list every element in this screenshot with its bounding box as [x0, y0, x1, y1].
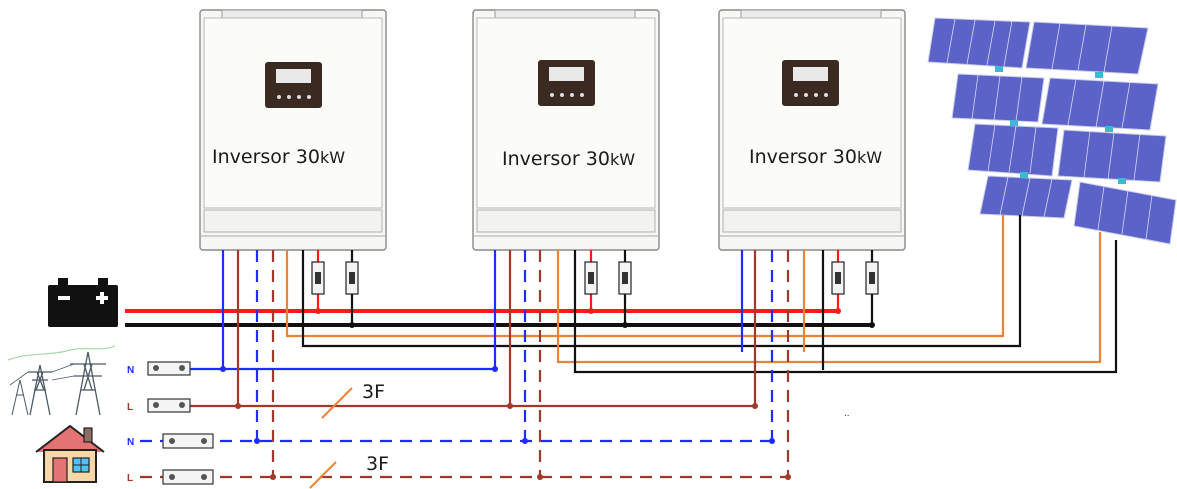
- solar-panel-icon: [927, 17, 1177, 245]
- svg-text:3F: 3F: [362, 381, 385, 403]
- grid-live-label: L: [127, 402, 133, 413]
- pv-wiring: [285, 215, 1118, 374]
- inverter-1: Inversor 30kW: [199, 9, 387, 251]
- display-panel: [265, 62, 322, 108]
- house-neutral-label: N: [127, 437, 134, 448]
- house-live-label: L: [127, 473, 133, 484]
- display-panel: [538, 60, 595, 106]
- house-live-line: [140, 250, 790, 479]
- grid-live-line: [148, 250, 757, 408]
- phase-mark-grid: 3F: [321, 381, 385, 419]
- power-tower-icon: [7, 345, 116, 416]
- svg-text:3F: 3F: [366, 453, 389, 475]
- battery-icon: [48, 278, 118, 327]
- breaker-icon: [311, 261, 879, 295]
- inverter-3-label: Inversor 30kW: [749, 146, 882, 168]
- breaker-icon: [147, 361, 214, 485]
- inverter-1-label: Inversor 30kW: [212, 146, 345, 168]
- house-neutral-line: [140, 250, 774, 443]
- inverter-3: Inversor 30kW: [718, 9, 906, 251]
- inverter-2-label: Inversor 30kW: [502, 148, 635, 170]
- phase-mark-house: 3F: [309, 453, 389, 489]
- house-icon: [35, 424, 105, 483]
- svg-text:..: ..: [844, 408, 850, 419]
- grid-neutral-line: [148, 250, 744, 371]
- battery-bus: [125, 250, 879, 328]
- inverter-2: Inversor 30kW: [472, 9, 660, 251]
- display-panel: [782, 60, 839, 106]
- grid-neutral-label: N: [127, 365, 134, 376]
